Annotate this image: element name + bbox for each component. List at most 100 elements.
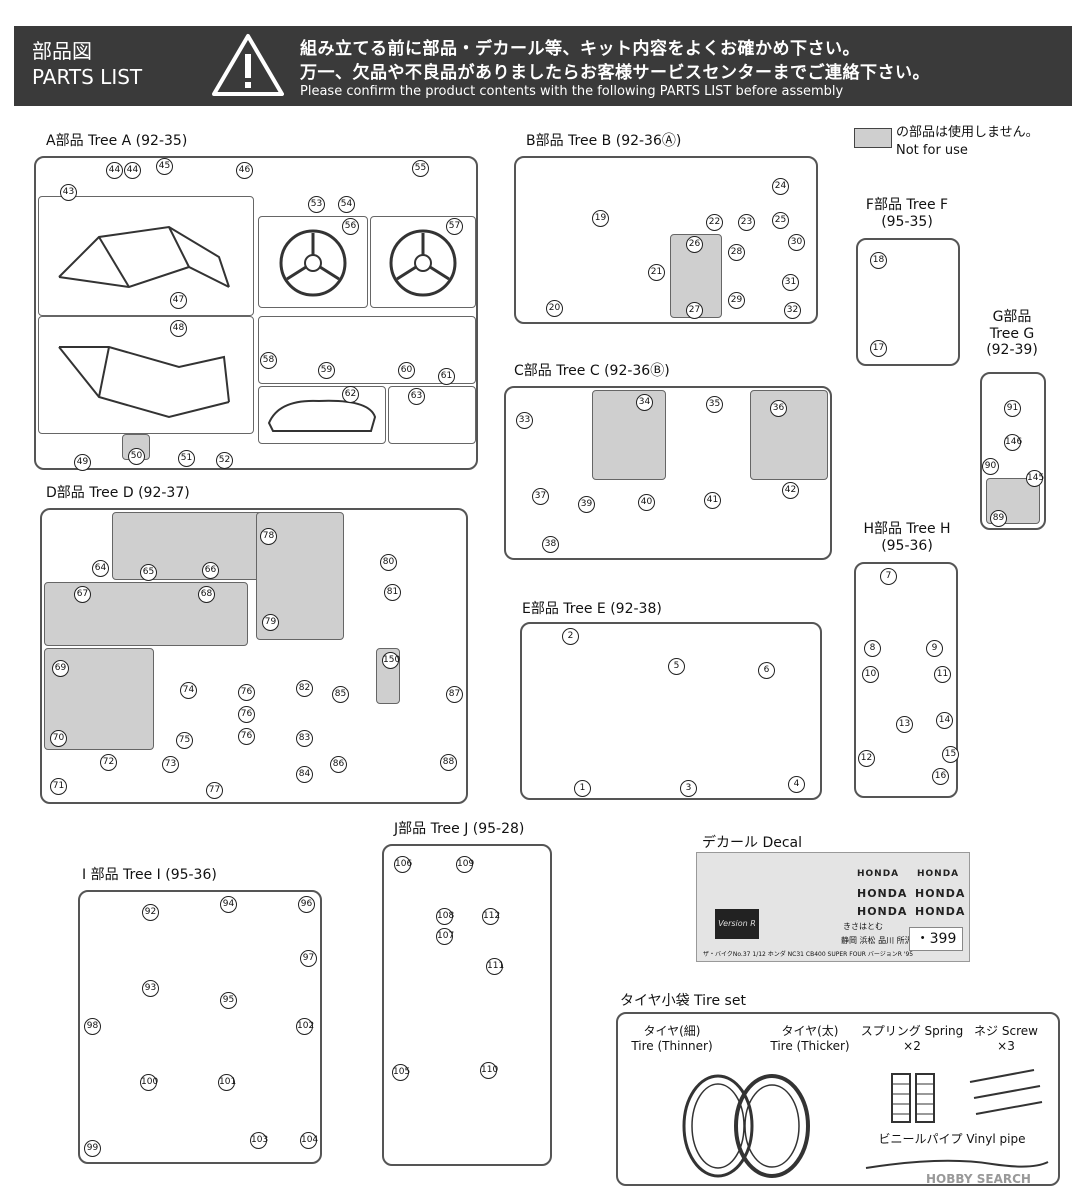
- tree-c-sprue: 33 34 35 36 37 38 39 40 41 42: [504, 386, 832, 560]
- part-number: 111: [486, 958, 504, 975]
- part-number: 98: [84, 1018, 101, 1035]
- part-number: 88: [440, 754, 457, 771]
- tree-g-label-3: (92-39): [986, 342, 1038, 358]
- decal-sheet: HONDA HONDA HONDA HONDA HONDA HONDA Vers…: [696, 852, 970, 962]
- tire-thin-jp: タイヤ(細): [643, 1024, 701, 1038]
- tree-h-sprue: 7 8 9 10 11 12 13 14 15 16: [854, 562, 959, 798]
- part-number: 94: [220, 896, 237, 913]
- part-number: 17: [870, 340, 887, 357]
- part-number: 14: [936, 712, 953, 729]
- frame-sketch-2: [58, 346, 230, 419]
- decal-caption: ザ・バイクNo.37 1/12 ホンダ NC31 CB400 SUPER FOU…: [703, 951, 914, 958]
- seat-sketch: [267, 399, 377, 432]
- spring-name: スプリング Spring: [860, 1024, 964, 1038]
- part-number: 20: [546, 300, 563, 317]
- part-number: 22: [706, 214, 723, 231]
- legend-en: Not for use: [896, 143, 968, 158]
- part-number: 39: [578, 496, 595, 513]
- part-number: 54: [338, 196, 355, 213]
- decal-plate-kana: きさはとむ: [843, 922, 883, 931]
- part-number: 109: [456, 856, 474, 873]
- tree-f-sprue: 18 17: [856, 238, 960, 366]
- tree-d-unused-65-66: [112, 512, 264, 580]
- part-number: 27: [686, 302, 703, 319]
- tree-e-sprue: 2 1 3 4 5 6: [520, 622, 822, 800]
- wheel-sketch-57: [389, 229, 457, 297]
- part-number: 2: [562, 628, 579, 645]
- tree-e-label: E部品 Tree E (92-38): [522, 601, 662, 617]
- tree-d-label: D部品 Tree D (92-37): [46, 485, 190, 501]
- part-number: 112: [482, 908, 500, 925]
- part-number: 43: [60, 184, 77, 201]
- part-number: 76: [238, 684, 255, 701]
- part-number: 78: [260, 528, 277, 545]
- part-number: 102: [296, 1018, 314, 1035]
- part-number: 30: [788, 234, 805, 251]
- part-number: 63: [408, 388, 425, 405]
- part-number: 89: [990, 510, 1007, 527]
- tree-f-label-1: F部品 Tree F: [865, 197, 949, 213]
- part-number: 70: [50, 730, 67, 747]
- part-number: 11: [934, 666, 951, 683]
- tree-c-unused-34: [592, 390, 666, 480]
- vinyl-pipe-sketch: [865, 1159, 1049, 1169]
- tree-c-unused-36: [750, 390, 828, 480]
- tree-c-label: C部品 Tree C (92-36Ⓑ): [514, 363, 670, 379]
- screw-name: ネジ Screw: [974, 1024, 1038, 1038]
- part-number: 110: [480, 1062, 498, 1079]
- tree-i-label: I 部品 Tree I (95-36): [82, 867, 217, 883]
- tree-a-label: A部品 Tree A (92-35): [46, 133, 188, 149]
- legend-text: の部品は使用しません。 Not for use: [896, 124, 1039, 160]
- spring-label: スプリング Spring ×2: [860, 1024, 964, 1054]
- part-number: 82: [296, 680, 313, 697]
- part-number: 95: [220, 992, 237, 1009]
- tire-thick-en: Tire (Thicker): [770, 1039, 850, 1053]
- part-number: 71: [50, 778, 67, 795]
- part-number: 1: [574, 780, 591, 797]
- part-number: 73: [162, 756, 179, 773]
- part-number: 16: [932, 768, 949, 785]
- screw-label: ネジ Screw ×3: [966, 1024, 1046, 1054]
- part-number: 97: [300, 950, 317, 967]
- part-number: 84: [296, 766, 313, 783]
- decal-honda-logo: HONDA: [915, 905, 966, 918]
- parts-title-en: PARTS LIST: [32, 65, 143, 89]
- part-number: 13: [896, 716, 913, 733]
- tree-g-label: G部品 Tree G (92-39): [972, 306, 1052, 358]
- part-number: 100: [140, 1074, 158, 1091]
- screw-qty: ×3: [997, 1039, 1015, 1053]
- part-number: 47: [170, 292, 187, 309]
- part-number: 15: [942, 746, 959, 763]
- part-number: 68: [198, 586, 215, 603]
- part-number: 103: [250, 1132, 268, 1149]
- part-number: 72: [100, 754, 117, 771]
- tree-b-sprue: 19 20 21 22 23 24 25 26 27 28 29 30 31 3…: [514, 156, 818, 324]
- tree-h-label-1: H部品 Tree H: [863, 521, 951, 537]
- frame-sketch: [58, 225, 230, 289]
- tree-a-cowl-cell: [388, 386, 476, 444]
- part-number: 21: [648, 264, 665, 281]
- decal-honda-logo: HONDA: [857, 905, 908, 918]
- part-number: 87: [446, 686, 463, 703]
- tire-thin-label: タイヤ(細) Tire (Thinner): [620, 1024, 724, 1054]
- part-number: 32: [784, 302, 801, 319]
- part-number: 150: [382, 652, 400, 669]
- part-number: 34: [636, 394, 653, 411]
- part-number: 62: [342, 386, 359, 403]
- part-number: 12: [858, 750, 875, 767]
- part-number: 76: [238, 728, 255, 745]
- tree-h-label-2: (95-36): [881, 538, 933, 554]
- part-number: 66: [202, 562, 219, 579]
- part-number: 90: [982, 458, 999, 475]
- part-number: 57: [446, 218, 463, 235]
- part-number: 80: [380, 554, 397, 571]
- tree-a-frame-cell: [38, 196, 254, 316]
- tree-i-sprue: 92 93 94 95 96 97 98 99 100 101 102 103 …: [78, 890, 322, 1164]
- decal-honda-logo: HONDA: [857, 869, 900, 879]
- tree-h-label: H部品 Tree H (95-36): [852, 518, 962, 554]
- part-number: 74: [180, 682, 197, 699]
- parts-title-jp: 部品図: [32, 39, 92, 63]
- spring-sketch: [891, 1073, 935, 1123]
- decal-honda-logo: HONDA: [915, 887, 966, 900]
- part-number: 37: [532, 488, 549, 505]
